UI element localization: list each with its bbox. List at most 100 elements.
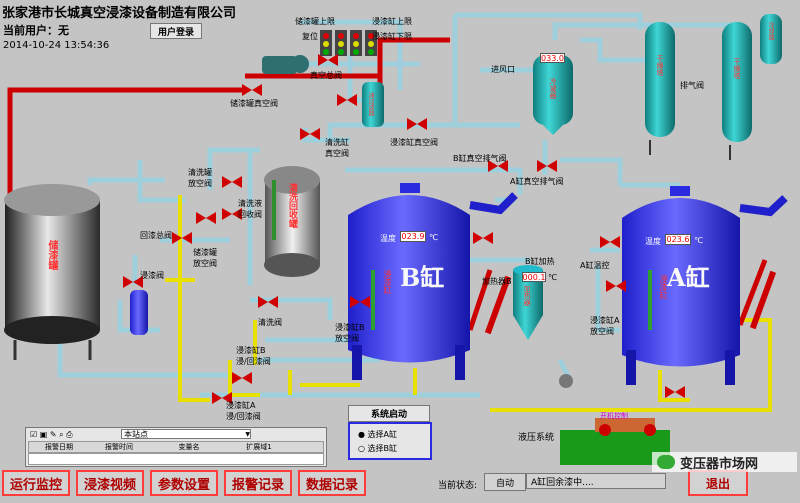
- label-clean-vent: 清洗罐 放空阀: [188, 168, 212, 188]
- b-tank-label: B缸: [400, 263, 445, 292]
- label-cleaning-vacuum: 清洗缸 真空阀: [325, 138, 349, 158]
- a-temp-value: 023.6: [665, 234, 691, 245]
- nav-data-log[interactable]: 数据记录: [298, 470, 366, 496]
- cooler-label: 冷却器: [767, 22, 774, 40]
- b-temp-value: 023.9: [400, 231, 426, 242]
- label-clean-recycle: 清洗液 回收阀: [238, 199, 262, 219]
- label-heater-b: 加热器B: [482, 277, 512, 286]
- a-tank-label: A缸: [667, 263, 710, 292]
- alarm-light-right: [644, 424, 656, 436]
- a-temp-label: 温度: [645, 237, 661, 246]
- label-storage-vacuum: 储漆罐真空阀: [230, 99, 278, 108]
- a-level-bar: [749, 270, 777, 330]
- label-inlet: 进风口: [491, 65, 515, 74]
- chevron-down-icon: ▼: [245, 430, 250, 438]
- wechat-icon: [657, 455, 675, 469]
- small-filter: [130, 290, 148, 335]
- condenser-value: 033.0: [540, 53, 565, 63]
- pump-circle[interactable]: [559, 374, 573, 388]
- status-message: A缸回余漆中....: [526, 473, 666, 489]
- option-a-label: 选择A缸: [367, 430, 398, 439]
- vacuum-vessel: [362, 82, 384, 127]
- b-tank[interactable]: [348, 183, 518, 380]
- datetime: 2014-10-24 13:54:36: [3, 40, 110, 51]
- label-impregnation-lower: 浸漆缸下限: [372, 32, 412, 41]
- site-select[interactable]: 本站点 ▼: [121, 429, 251, 439]
- storage-tank-label: 储漆罐: [46, 240, 57, 270]
- status-mode: 自动: [484, 473, 526, 491]
- b-tank-side-label: 浸漆缸: [383, 270, 392, 294]
- vacuum-pump[interactable]: [262, 55, 309, 74]
- watermark-text: 变压器市场网: [680, 456, 759, 472]
- tower1-label: 干燥塔: [656, 55, 664, 76]
- a-tank[interactable]: [622, 186, 788, 385]
- condenser-label: 冷凝器: [549, 78, 557, 99]
- b-temp-label: 温度: [380, 234, 396, 243]
- option-b[interactable]: ○ 选择B缸: [358, 444, 398, 453]
- nav-video[interactable]: 浸漆视频: [76, 470, 144, 496]
- label-b-vacuum-vent: B缸真空排气阀: [453, 154, 507, 163]
- status-lights: [320, 30, 377, 56]
- col-variable: 变量名: [178, 443, 200, 451]
- label-pump: 开机控制: [600, 412, 628, 420]
- heater-value: 000.1: [522, 272, 546, 282]
- label-impregnation-valve: 浸漆阀: [140, 271, 164, 280]
- alarm-header: 报警日期 报警时间 变量名 扩展域1: [28, 441, 324, 453]
- login-button[interactable]: 用户登录: [150, 23, 202, 39]
- label-pressure-system: 液压系统: [518, 433, 555, 443]
- site-select-value: 本站点: [124, 429, 148, 439]
- filter-label: 油过滤器: [367, 92, 374, 116]
- b-level-bar: [484, 275, 512, 335]
- label-b-vent: 浸漆缸B 放空阀: [335, 323, 365, 343]
- option-a[interactable]: ● 选择A缸: [358, 430, 398, 439]
- bottom-bar: 运行监控 浸漆视频 参数设置 报警记录 数据记录 当前状态: 自动 A缸回余漆中…: [0, 468, 800, 503]
- a-tank-side-label: 浸漆缸: [659, 275, 668, 299]
- status-label: 当前状态:: [438, 481, 478, 491]
- label-exhaust: 排气阀: [680, 81, 704, 90]
- b-temp-unit: ℃: [429, 233, 438, 242]
- label-b-heating: B缸加热: [525, 257, 555, 266]
- a-temp-unit: ℃: [694, 236, 703, 245]
- label-a-temp-ctrl: A缸温控: [580, 261, 610, 270]
- label-a-vent: 浸漆缸A 放空阀: [590, 316, 620, 336]
- label-return-main: 回漆总阀: [140, 231, 172, 240]
- nav-alarm-log[interactable]: 报警记录: [224, 470, 292, 496]
- label-a-vacuum-vent: A缸真空排气阀: [510, 177, 564, 186]
- watermark: 变压器市场网: [652, 452, 797, 472]
- label-b-return: 浸漆缸B 浸/回漆阀: [236, 346, 271, 366]
- company-title: 张家港市长城真空浸漆设备制造有限公司: [2, 6, 237, 21]
- red-pipes: [7, 37, 768, 331]
- cleaning-tank[interactable]: [264, 166, 320, 277]
- label-impregnation-vacuum: 浸漆缸真空阀: [390, 138, 438, 147]
- nav-params[interactable]: 参数设置: [150, 470, 218, 496]
- label-reset: 复位: [302, 32, 318, 41]
- label-storage-upper: 储漆罐上限: [295, 17, 335, 26]
- label-clean-valve: 清洗阀: [258, 318, 282, 327]
- exit-button[interactable]: 退出: [688, 470, 748, 496]
- col-alarm-date: 报警日期: [45, 443, 73, 451]
- drying-towers[interactable]: [645, 14, 782, 160]
- system-start-options: ● 选择A缸 ○ 选择B缸: [348, 422, 432, 460]
- current-user: 当前用户：无: [3, 24, 69, 37]
- tower2-label: 干燥塔: [733, 58, 741, 79]
- storage-tank[interactable]: [4, 184, 100, 360]
- alarm-toolbar-icons[interactable]: ☑ ▣ ✎ ⌕ ⎙: [30, 430, 73, 439]
- alarm-panel: ☑ ▣ ✎ ⌕ ⎙ 本站点 ▼ 报警日期 报警时间 变量名 扩展域1: [25, 427, 327, 467]
- label-vacuum-main: 真空总阀: [310, 71, 342, 80]
- label-impregnation-upper: 浸漆缸上限: [372, 17, 412, 26]
- label-storage-vent: 储漆罐 放空阀: [193, 248, 217, 268]
- col-alarm-time: 报警时间: [105, 443, 133, 451]
- system-start-title: 系统启动: [348, 405, 430, 422]
- option-b-label: 选择B缸: [367, 444, 398, 453]
- cleaning-tank-label: 清洗回收罐: [287, 183, 297, 228]
- heater-label: 加热器: [523, 285, 531, 306]
- alarm-row: [28, 453, 324, 465]
- heater-unit: ℃: [548, 273, 557, 282]
- label-a-return: 浸漆缸A 浸/回漆阀: [226, 401, 261, 421]
- condenser[interactable]: [533, 55, 573, 135]
- col-extend: 扩展域1: [246, 443, 272, 451]
- valves[interactable]: [123, 54, 685, 404]
- alarm-light-left: [599, 424, 611, 436]
- nav-run-monitor[interactable]: 运行监控: [2, 470, 70, 496]
